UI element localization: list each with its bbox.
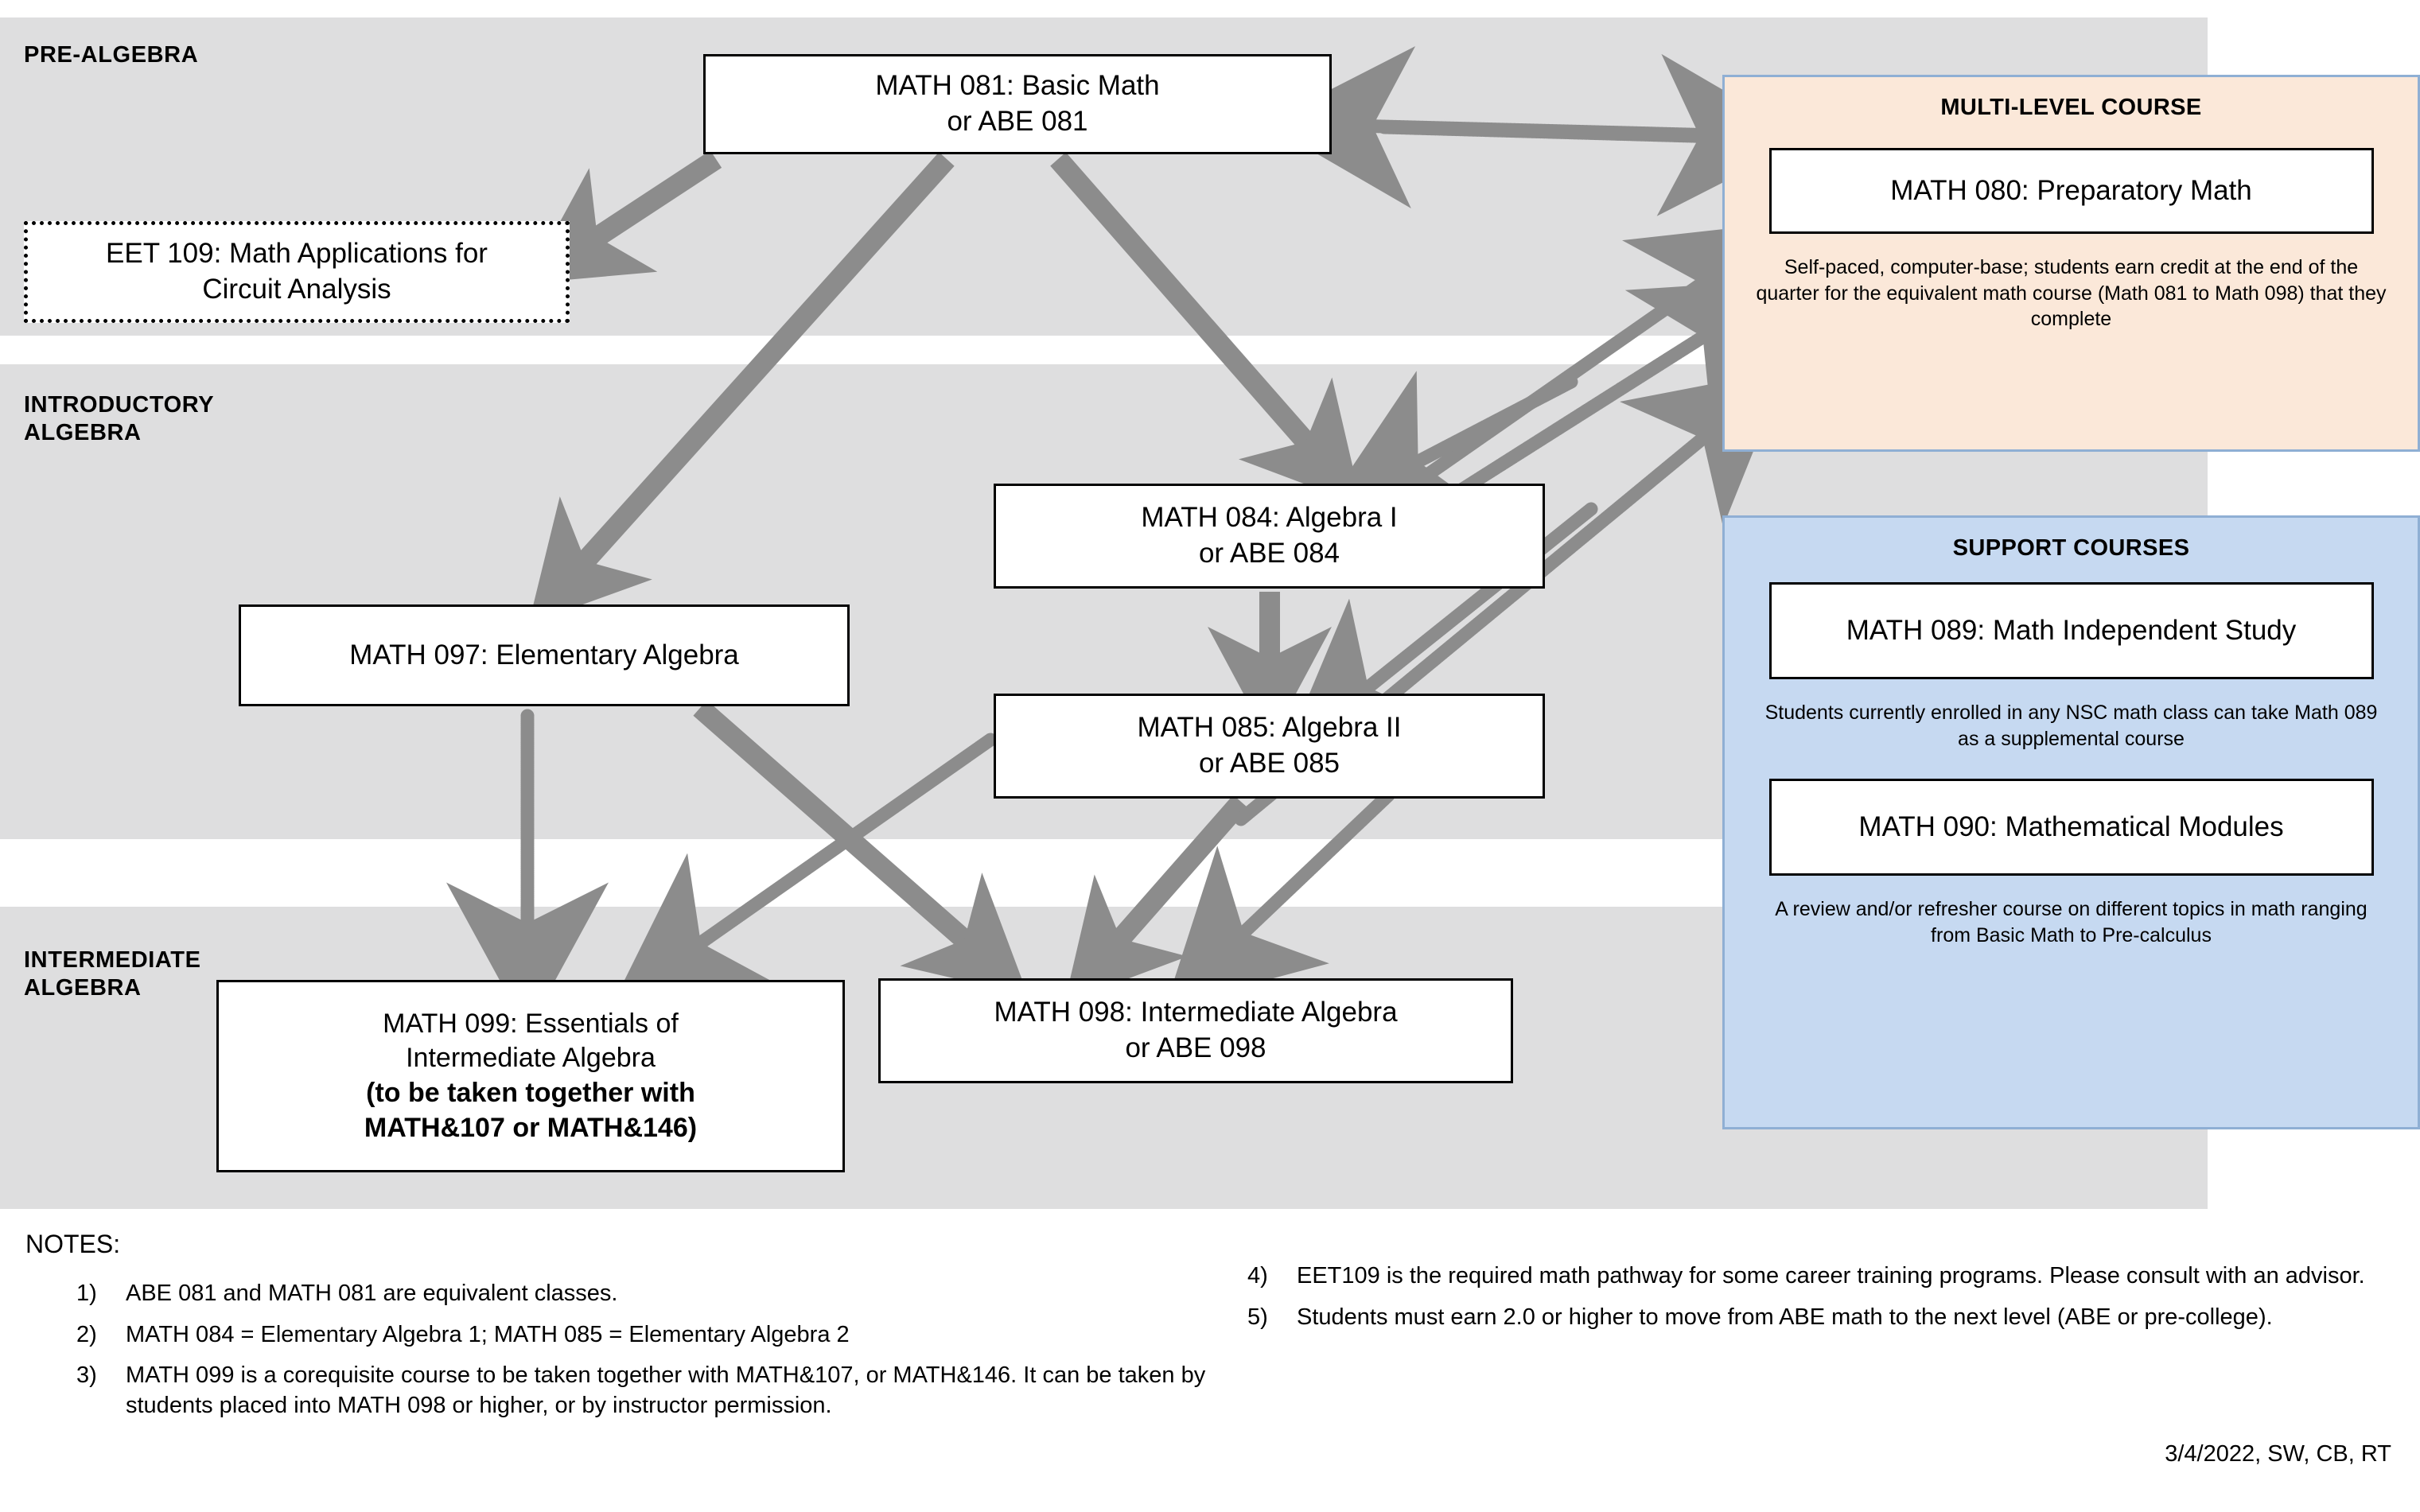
note-item: 5) Students must earn 2.0 or higher to m… — [1247, 1303, 2377, 1333]
panel-support-note-090: A review and/or refresher course on diff… — [1775, 898, 2367, 946]
panel-multi-note: Self-paced, computer-base; students earn… — [1756, 256, 2387, 330]
arrow-081-to-eet109 — [526, 150, 722, 284]
note-item: 3) MATH 099 is a corequisite course to b… — [76, 1361, 1206, 1421]
arrow-097-to-098 — [693, 700, 1029, 996]
course-box-math-099[interactable]: MATH 099: Essentials of Intermediate Alg… — [216, 980, 845, 1172]
course-math-097-line1: MATH 097: Elementary Algebra — [349, 639, 739, 670]
course-box-math-084[interactable]: MATH 084: Algebra I or ABE 084 — [994, 484, 1545, 589]
course-math-085-line2: or ABE 085 — [1198, 748, 1340, 779]
panel-support-note-089: Students currently enrolled in any NSC m… — [1764, 702, 2378, 750]
course-math-098-line2: or ABE 098 — [1125, 1032, 1266, 1063]
course-math-089-line1: MATH 089: — [1846, 614, 1986, 646]
course-math-084-line2: or ABE 084 — [1198, 538, 1340, 569]
band-label-introductory-algebra: INTRODUCTORY ALGEBRA — [24, 392, 215, 446]
panel-multi-level-course: MULTI-LEVEL COURSE MATH 080: Preparatory… — [1722, 75, 2420, 452]
arrow-081-to-097 — [528, 152, 955, 624]
course-math-098-line1: MATH 098: Intermediate Algebra — [994, 997, 1398, 1028]
note-text: ABE 081 and MATH 081 are equivalent clas… — [126, 1281, 618, 1306]
arrow-081-to-084 — [1050, 152, 1362, 506]
document-credit: 3/4/2022, SW, CB, RT — [2165, 1441, 2391, 1467]
course-math-080-label: MATH 080: Preparatory Math — [1890, 174, 2252, 206]
course-eet-109-line2: Circuit Analysis — [202, 274, 391, 305]
course-math-081-line2: or ABE 081 — [947, 106, 1088, 137]
course-math-081-line1: MATH 081: Basic Math — [875, 70, 1160, 102]
note-text: Students must earn 2.0 or higher to move… — [1297, 1304, 2273, 1330]
note-item: 4) EET109 is the required math pathway f… — [1247, 1261, 2377, 1292]
course-math-099-line3: (to be taken together with — [366, 1078, 695, 1108]
arrow-085-to-098 — [1064, 795, 1249, 1003]
arrow-080-to-084-dotted — [1321, 371, 1578, 515]
course-math-099-line2: Intermediate Algebra — [406, 1043, 656, 1074]
course-box-math-098[interactable]: MATH 098: Intermediate Algebra or ABE 09… — [878, 978, 1513, 1083]
panel-multi-title: MULTI-LEVEL COURSE — [1940, 95, 2202, 120]
course-math-084-line1: MATH 084: Algebra I — [1141, 502, 1398, 534]
note-text: EET109 is the required math pathway for … — [1297, 1263, 2365, 1289]
panel-support-title: SUPPORT COURSES — [1952, 535, 2190, 561]
note-number: 4) — [1247, 1263, 1268, 1289]
course-box-eet-109[interactable]: EET 109: Math Applications for Circuit A… — [24, 221, 570, 323]
note-item: 1) ABE 081 and MATH 081 are equivalent c… — [76, 1279, 1206, 1309]
note-number: 3) — [76, 1362, 97, 1389]
arrow-084-to-080-dotted — [1417, 221, 1791, 484]
course-box-math-097[interactable]: MATH 097: Elementary Algebra — [239, 604, 850, 706]
course-box-math-085[interactable]: MATH 085: Algebra II or ABE 085 — [994, 694, 1545, 799]
course-box-math-081[interactable]: MATH 081: Basic Math or ABE 081 — [703, 54, 1332, 154]
note-text: MATH 099 is a corequisite course to be t… — [126, 1362, 1206, 1419]
notes-column-right: 4) EET109 is the required math pathway f… — [1247, 1261, 2377, 1343]
note-text: MATH 084 = Elementary Algebra 1; MATH 08… — [126, 1321, 850, 1347]
arrow-to-098-dotted — [1165, 788, 1395, 1008]
band-label-pre-algebra: PRE-ALGEBRA — [24, 42, 199, 68]
notes-title: NOTES: — [25, 1230, 121, 1258]
band-label-intermediate-algebra: INTERMEDIATE ALGEBRA — [24, 947, 201, 1001]
notes-section: NOTES: 1) ABE 081 and MATH 081 are equiv… — [0, 1209, 2420, 1512]
notes-column-left: 1) ABE 081 and MATH 081 are equivalent c… — [76, 1279, 1206, 1432]
course-box-math-090[interactable]: MATH 090: Mathematical Modules — [1768, 779, 2374, 876]
arrow-081-to-080-dotted — [1377, 53, 1808, 216]
note-number: 1) — [76, 1281, 97, 1306]
course-math-099-line4: MATH&107 or MATH&146) — [364, 1112, 698, 1143]
panel-support-courses: SUPPORT COURSES MATH 089: Math Independe… — [1722, 515, 2420, 1129]
course-box-math-080[interactable]: MATH 080: Preparatory Math — [1768, 148, 2374, 234]
course-math-090-line2: Mathematical Modules — [2005, 810, 2284, 842]
course-math-085-line1: MATH 085: Algebra II — [1137, 712, 1402, 744]
arrow-085-to-099-dotted — [612, 733, 998, 1005]
course-eet-109-line1: EET 109: Math Applications for — [106, 238, 488, 270]
course-math-090-line1: MATH 090: — [1858, 810, 1998, 842]
note-number: 5) — [1247, 1304, 1268, 1330]
course-math-099-line1: MATH 099: Essentials of — [383, 1008, 679, 1039]
note-item: 2) MATH 084 = Elementary Algebra 1; MATH… — [76, 1320, 1206, 1351]
course-box-math-089[interactable]: MATH 089: Math Independent Study — [1768, 582, 2374, 679]
note-number: 2) — [76, 1321, 97, 1347]
arrow-080-to-085-dotted — [1283, 502, 1598, 756]
course-math-089-line2: Math Independent Study — [1992, 614, 2297, 646]
